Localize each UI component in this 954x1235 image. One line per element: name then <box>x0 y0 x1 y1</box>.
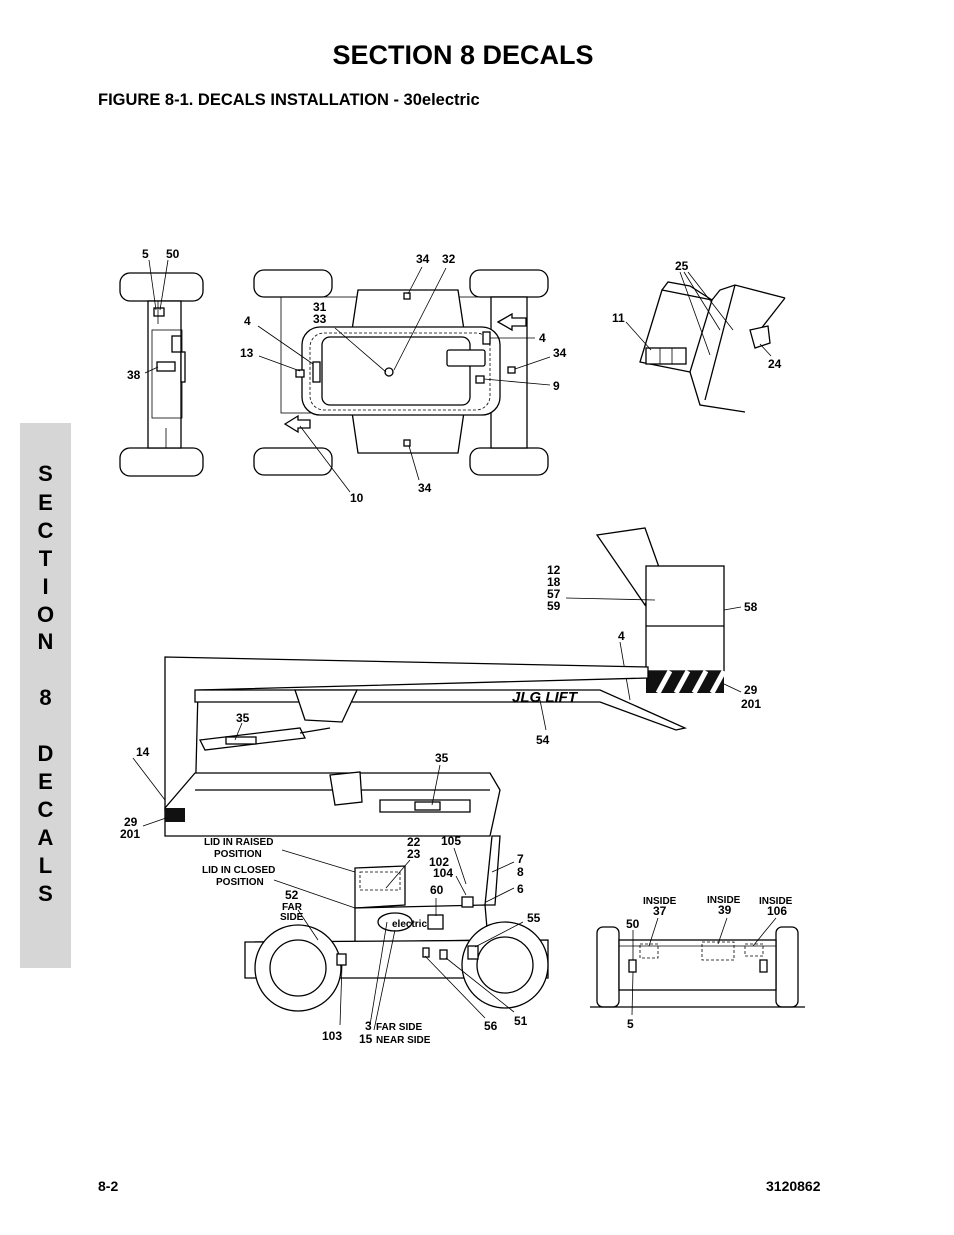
tab-letter: L <box>38 853 53 878</box>
callout-58: 58 <box>744 600 758 614</box>
callout-6: 6 <box>517 882 524 896</box>
page-number: 8-2 <box>98 1178 119 1194</box>
callout-56: 56 <box>484 1019 498 1033</box>
callout-39: 39 <box>718 903 732 917</box>
callout-55: 55 <box>527 911 541 925</box>
callout-3: 3 <box>365 1019 372 1033</box>
callout-4-left: 4 <box>244 314 251 328</box>
chassis-rear-view <box>590 917 805 1016</box>
callout-24: 24 <box>768 357 782 371</box>
callout-201-platform: 201 <box>741 697 761 711</box>
callout-35-upper: 35 <box>236 711 250 725</box>
callout-102: 102 <box>429 855 449 869</box>
callout-60: 60 <box>430 883 444 897</box>
callout-34-right: 34 <box>553 346 567 360</box>
callout-52: 52 <box>285 888 299 902</box>
callout-7: 7 <box>517 852 524 866</box>
tab-letter: 8 <box>39 685 52 710</box>
callout-29-boom: 29 <box>124 815 138 829</box>
callout-50-rear: 50 <box>626 917 640 931</box>
boom-side-view <box>132 656 688 837</box>
callout-32: 32 <box>442 252 456 266</box>
callout-38: 38 <box>127 368 141 382</box>
callout-54: 54 <box>536 733 550 747</box>
callout-4-platform: 4 <box>618 629 625 643</box>
callout-57: 57 <box>547 587 561 601</box>
tab-letter: S <box>38 461 53 486</box>
callout-31: 31 <box>313 300 327 314</box>
tab-letter: N <box>37 629 54 654</box>
callout-37: 37 <box>653 904 667 918</box>
label-far: FAR <box>282 902 303 913</box>
tab-letter: E <box>38 769 53 794</box>
callout-34-bottom: 34 <box>418 481 432 495</box>
callout-35-lower: 35 <box>435 751 449 765</box>
turntable-side-view <box>244 835 549 1031</box>
tab-letter: O <box>36 602 55 627</box>
label-inside-106: INSIDE <box>759 896 793 907</box>
figure-caption: FIGURE 8-1. DECALS INSTALLATION - 30elec… <box>98 91 480 109</box>
callout-11: 11 <box>612 311 625 325</box>
tab-letter: C <box>37 518 54 543</box>
label-near-side: NEAR SIDE <box>376 1035 431 1046</box>
tab-letter: T <box>38 546 53 571</box>
tab-letter: D <box>37 741 54 766</box>
callout-15: 15 <box>359 1032 373 1046</box>
platform-rail-view <box>625 271 786 413</box>
callout-201-boom: 201 <box>120 827 140 841</box>
callout-25: 25 <box>675 259 689 273</box>
tab-letter: I <box>42 574 49 599</box>
tab-letter: S <box>38 881 53 906</box>
callout-4-right: 4 <box>539 331 546 345</box>
callout-13: 13 <box>240 346 254 360</box>
label-inside-37: INSIDE <box>643 896 677 907</box>
tab-letter: C <box>37 797 54 822</box>
callout-18: 18 <box>547 575 561 589</box>
callout-106: 106 <box>767 904 787 918</box>
callout-34-top: 34 <box>416 252 430 266</box>
label-lid-raised-2: POSITION <box>214 849 262 860</box>
callout-14: 14 <box>136 745 150 759</box>
chassis-front-view <box>119 259 204 477</box>
callout-23: 23 <box>407 847 421 861</box>
callout-50: 50 <box>166 247 180 261</box>
tab-letter: A <box>37 825 54 850</box>
boom-logo: JLG LIFT <box>512 689 579 706</box>
callout-5-rear: 5 <box>627 1017 634 1031</box>
callout-8: 8 <box>517 865 524 879</box>
label-far-side: FAR SIDE <box>376 1022 422 1033</box>
label-side: SIDE <box>280 912 304 923</box>
callout-22: 22 <box>407 835 421 849</box>
section-side-tab: S E C T I O N 8 D E C A L S <box>20 423 71 968</box>
label-lid-closed-2: POSITION <box>216 877 264 888</box>
document-number: 3120862 <box>766 1178 821 1194</box>
callout-9: 9 <box>553 379 560 393</box>
callout-59: 59 <box>547 599 561 613</box>
top-plan-view <box>253 266 551 493</box>
platform-side-view <box>565 527 742 701</box>
label-lid-raised: LID IN RAISED <box>204 837 273 848</box>
callout-5: 5 <box>142 247 149 261</box>
hood-logo: electric <box>392 919 427 930</box>
label-lid-closed: LID IN CLOSED <box>202 865 275 876</box>
tab-letter: E <box>38 490 53 515</box>
page-title: SECTION 8 DECALS <box>332 40 594 70</box>
callout-10: 10 <box>350 491 364 505</box>
callout-51: 51 <box>514 1014 528 1028</box>
callout-12: 12 <box>547 563 561 577</box>
label-inside-39: INSIDE <box>707 895 741 906</box>
callout-104: 104 <box>433 866 453 880</box>
callout-103: 103 <box>322 1029 342 1043</box>
callout-29-platform: 29 <box>744 683 758 697</box>
callout-105: 105 <box>441 834 461 848</box>
callout-33: 33 <box>313 312 327 326</box>
